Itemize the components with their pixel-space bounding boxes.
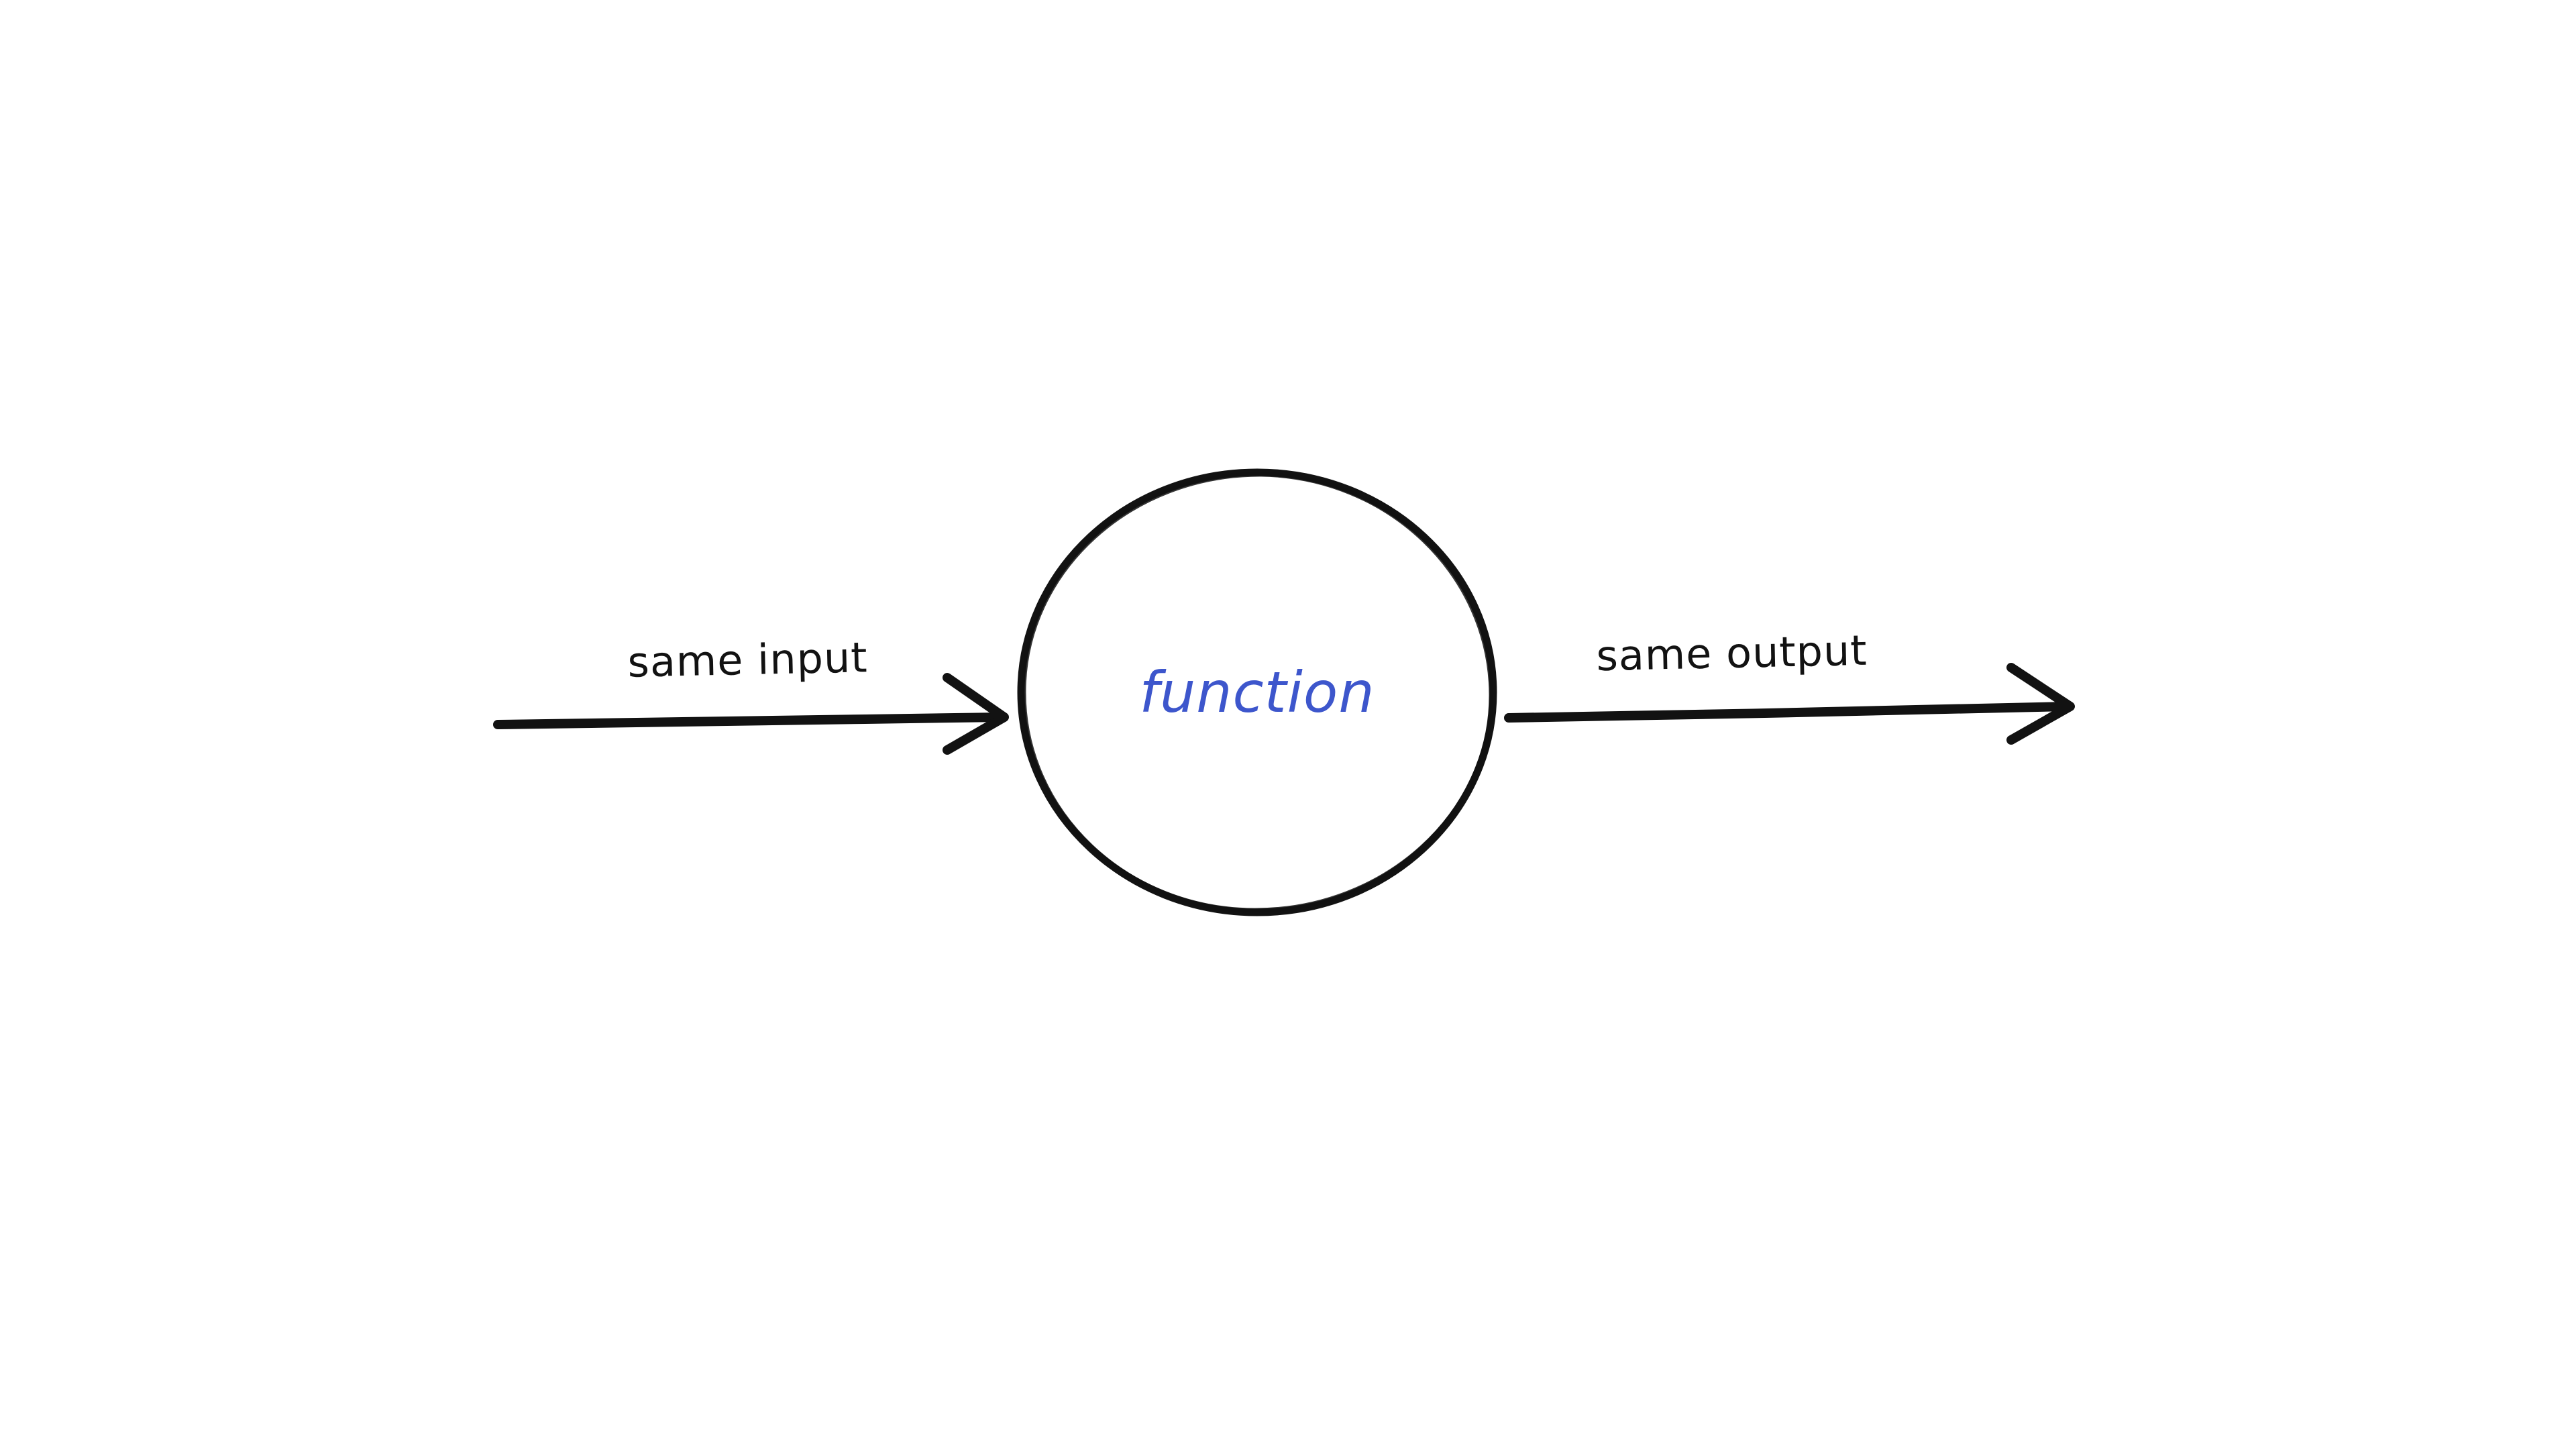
function-node[interactable]: function bbox=[1017, 468, 1497, 916]
output-edge-label: same output bbox=[1596, 626, 1868, 680]
output-arrow-shaft bbox=[1504, 702, 2072, 723]
input-arrowhead bbox=[943, 673, 1009, 755]
input-edge[interactable]: same input bbox=[493, 633, 1009, 755]
function-label: function bbox=[1139, 659, 1375, 725]
input-edge-label: same input bbox=[627, 633, 868, 686]
output-arrowhead bbox=[2006, 663, 2075, 745]
output-edge[interactable]: same output bbox=[1504, 626, 2075, 745]
input-arrow-shaft bbox=[493, 712, 1006, 729]
function-circle-outline-sketch bbox=[1021, 472, 1494, 913]
